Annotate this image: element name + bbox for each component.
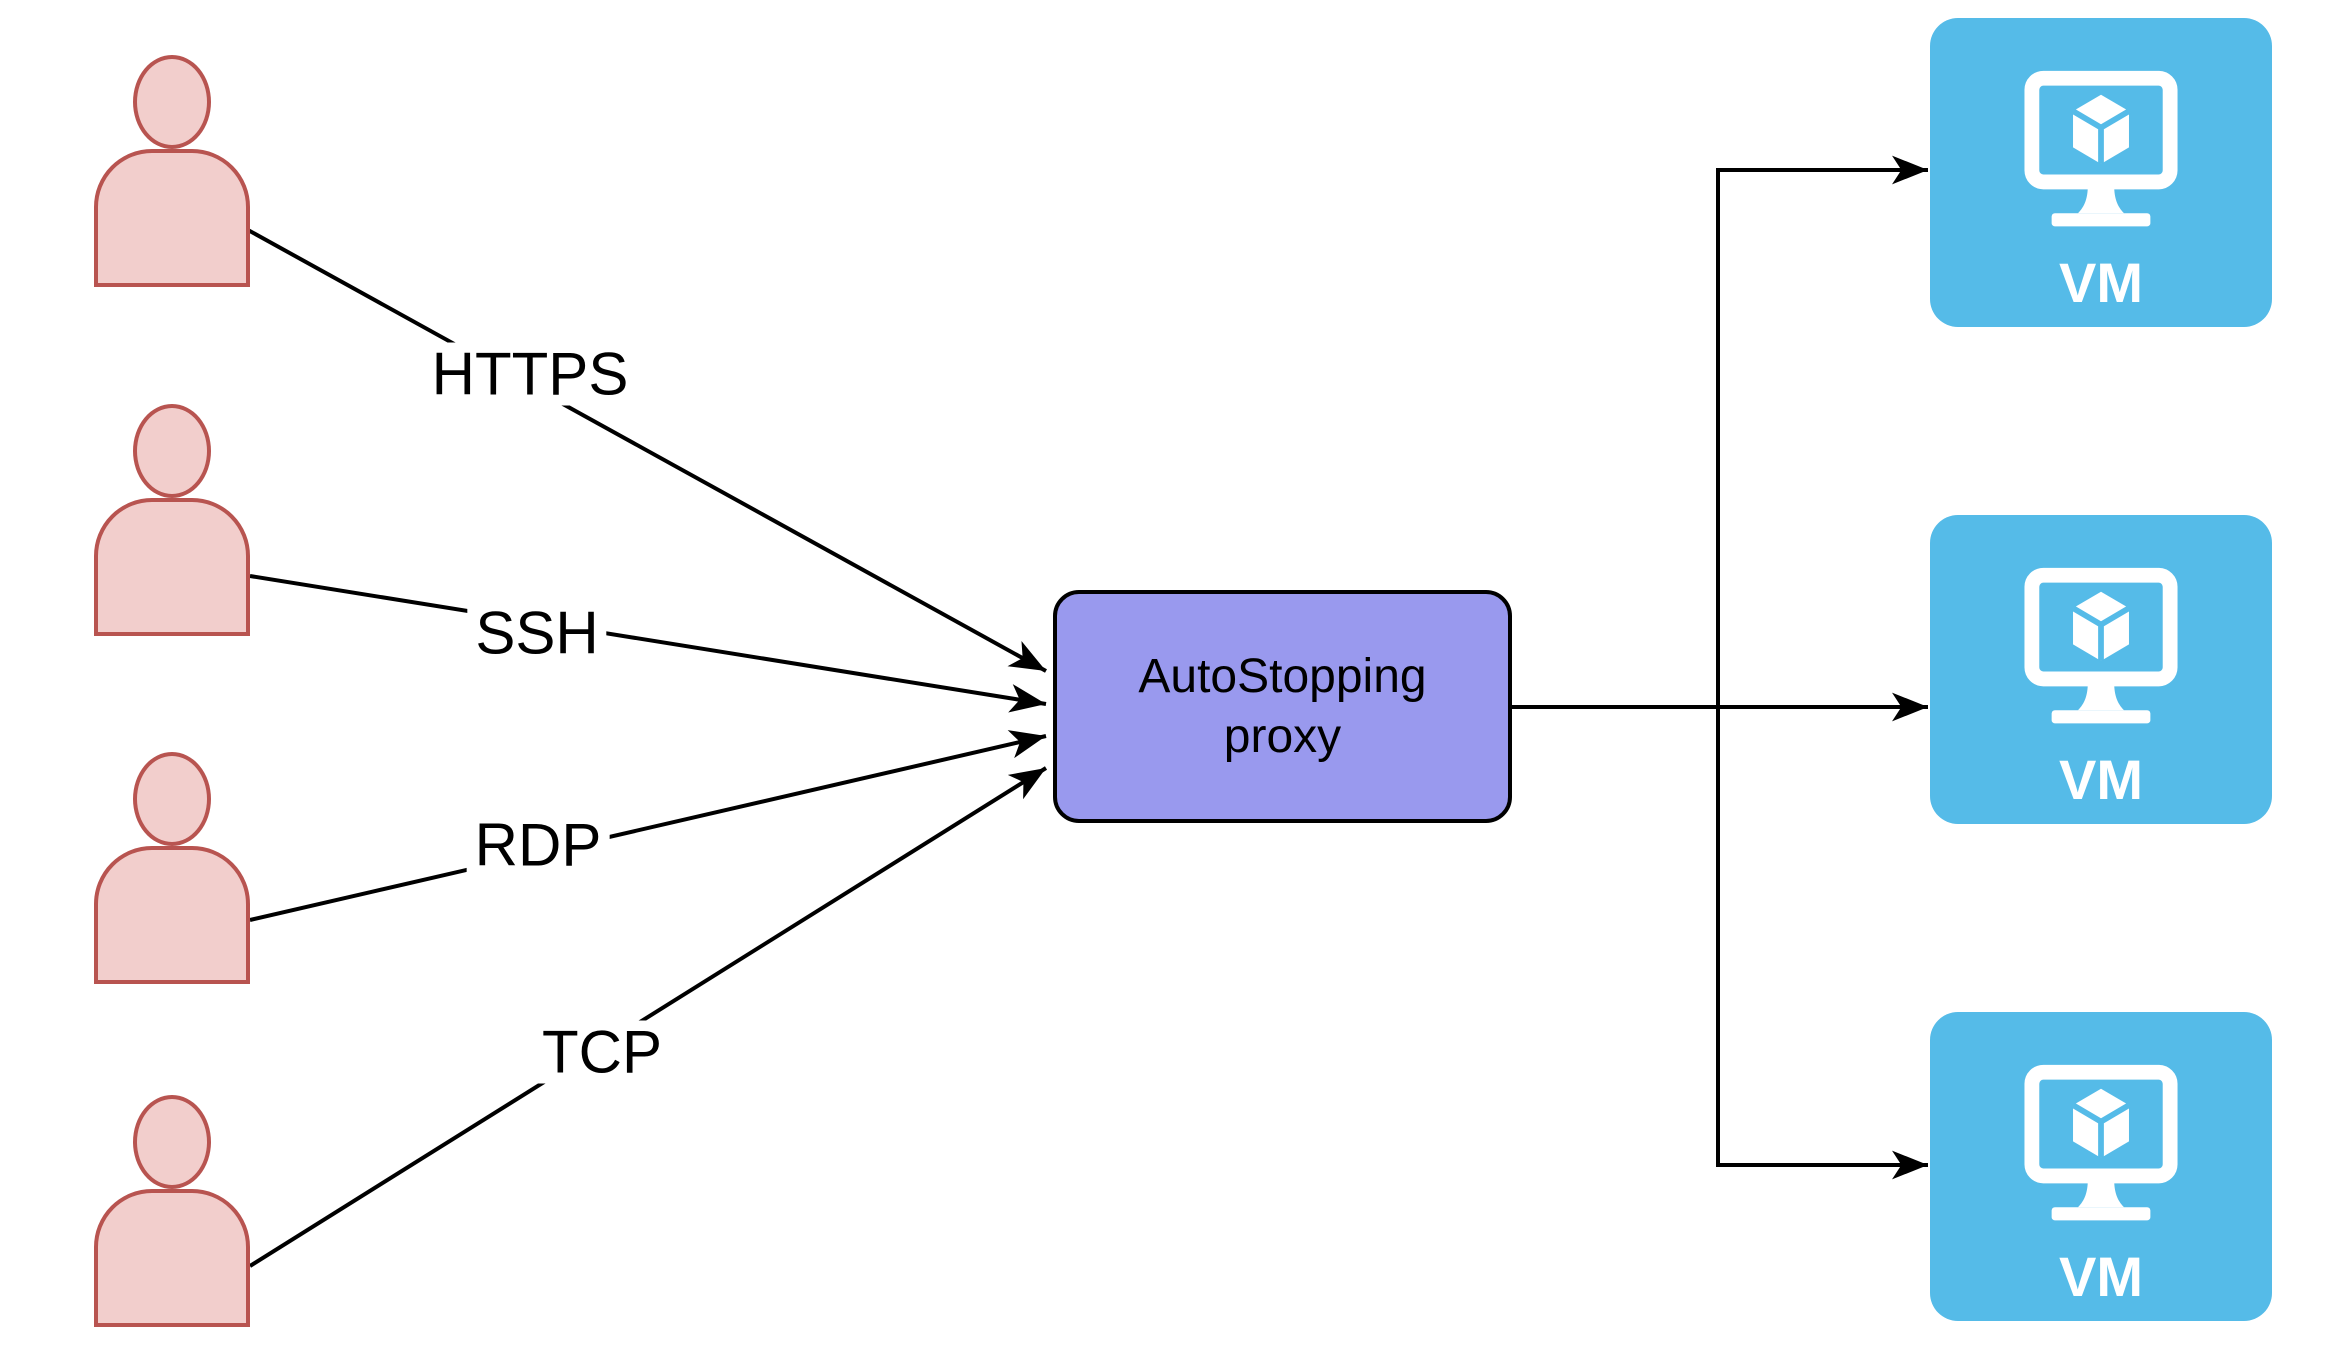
vm-node-2: VM <box>1930 515 2272 824</box>
vm-node-1: VM <box>1930 18 2272 327</box>
person-icon <box>133 1095 211 1189</box>
user-3 <box>94 752 250 984</box>
vm-monitor-cube-icon <box>2024 70 2178 227</box>
edge-https-line <box>247 228 1047 673</box>
vm-node-3: VM <box>1930 1012 2272 1321</box>
person-torso <box>94 1189 250 1327</box>
user-4 <box>94 1095 250 1327</box>
vm-label: VM <box>2059 1245 2143 1308</box>
edge-label-rdp: RDP <box>466 813 610 877</box>
autostopping-proxy-node: AutoStopping proxy <box>1053 590 1512 823</box>
vm-label: VM <box>2059 748 2143 811</box>
person-icon <box>133 404 211 498</box>
edge-rdp-line <box>249 730 1047 922</box>
vm-label: VM <box>2059 251 2143 314</box>
proxy-to-vm1-line <box>1716 155 1928 707</box>
user-1 <box>94 55 250 287</box>
edge-label-tcp: TCP <box>534 1020 670 1084</box>
person-icon <box>133 55 211 149</box>
proxy-label: AutoStopping proxy <box>1138 649 1427 763</box>
edge-label-https: HTTPS <box>423 342 637 406</box>
edge-label-ssh: SSH <box>467 601 607 665</box>
user-2 <box>94 404 250 636</box>
vm-monitor-cube-icon <box>2024 1064 2178 1221</box>
person-icon <box>133 752 211 846</box>
person-torso <box>94 498 250 636</box>
proxy-to-vm3-line <box>1716 707 1928 1180</box>
person-torso <box>94 846 250 984</box>
person-torso <box>94 149 250 287</box>
edge-ssh-line <box>249 574 1047 713</box>
vm-monitor-cube-icon <box>2024 567 2178 724</box>
edge-tcp-line <box>248 766 1048 1268</box>
